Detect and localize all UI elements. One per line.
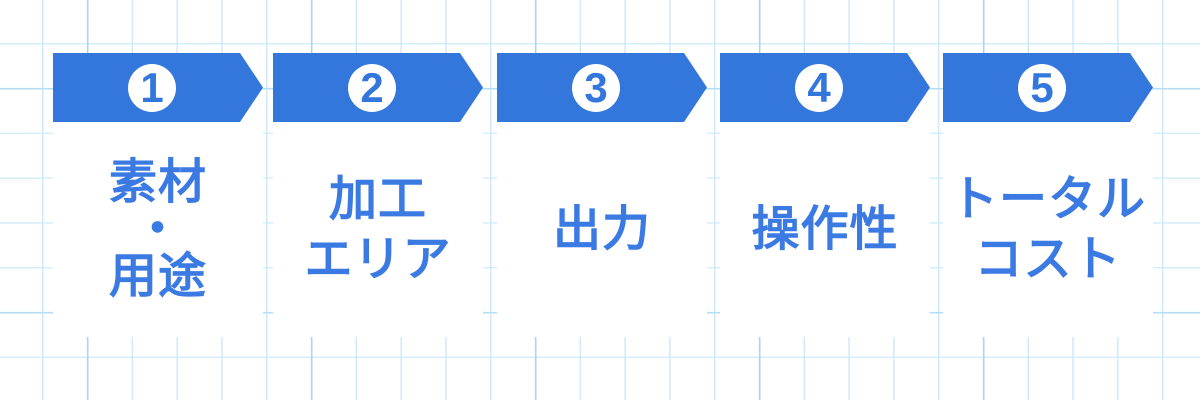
step-column-3: 3 出力 bbox=[497, 53, 707, 337]
step-5-banner-arrow: 5 bbox=[943, 53, 1153, 122]
label-line: 操作性 bbox=[751, 202, 899, 256]
step-5-card: トータル コスト bbox=[943, 122, 1153, 337]
step-column-4: 4 操作性 bbox=[720, 53, 930, 337]
label-line: トータル bbox=[949, 172, 1146, 226]
label-line: ・ bbox=[133, 203, 183, 256]
step-4-number-badge: 4 bbox=[795, 63, 843, 112]
step-4-banner-arrow: 4 bbox=[720, 53, 930, 122]
step-2-card: 加工 エリア bbox=[273, 122, 483, 337]
step-3-number: 3 bbox=[584, 63, 608, 111]
step-1-number-badge: 1 bbox=[128, 63, 176, 112]
step-2-number-badge: 2 bbox=[348, 63, 396, 112]
step-3-card: 出力 bbox=[497, 122, 707, 337]
step-column-2: 2 加工 エリア bbox=[273, 53, 483, 337]
step-2-number: 2 bbox=[360, 63, 384, 111]
step-column-1: 1 素材 ・ 用途 bbox=[53, 53, 263, 337]
step-3-label: 出力 bbox=[553, 200, 651, 260]
step-3-banner-arrow: 3 bbox=[497, 53, 707, 122]
label-line: 出力 bbox=[552, 202, 651, 256]
step-3-number-badge: 3 bbox=[572, 63, 620, 112]
label-line: 素材 bbox=[108, 156, 207, 209]
step-column-5: 5 トータル コスト bbox=[943, 53, 1153, 337]
step-1-number: 1 bbox=[140, 63, 164, 111]
label-line: エリア bbox=[304, 232, 452, 286]
step-4-number: 4 bbox=[807, 63, 831, 111]
label-line: コスト bbox=[974, 232, 1122, 286]
step-2-banner-arrow: 2 bbox=[273, 53, 483, 122]
step-5-label: トータル コスト bbox=[950, 170, 1146, 290]
step-1-banner-arrow: 1 bbox=[53, 53, 263, 122]
step-2-label: 加工 エリア bbox=[304, 170, 451, 290]
step-4-label: 操作性 bbox=[751, 200, 898, 260]
step-1-card: 素材 ・ 用途 bbox=[53, 122, 263, 337]
label-line: 用途 bbox=[108, 250, 207, 303]
step-4-card: 操作性 bbox=[720, 122, 930, 337]
step-5-number-badge: 5 bbox=[1018, 63, 1066, 112]
step-5-number: 5 bbox=[1030, 63, 1054, 111]
label-line: 加工 bbox=[328, 172, 427, 226]
step-1-label: 素材 ・ 用途 bbox=[108, 156, 207, 303]
